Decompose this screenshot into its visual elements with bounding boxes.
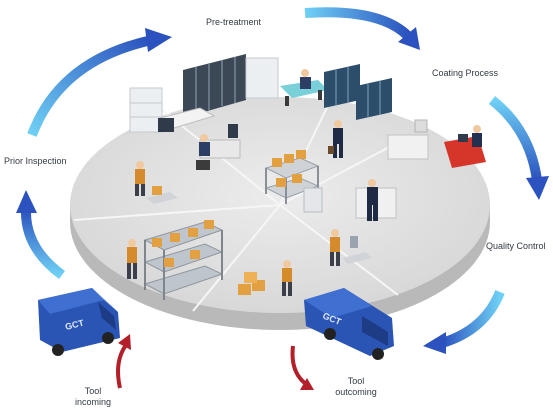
- cycle-arrow-icon: [16, 190, 66, 280]
- incoming-arrow-icon: [116, 334, 131, 389]
- server-rack-icon: [129, 54, 279, 133]
- stage-label-incoming: Tool incoming: [68, 386, 118, 408]
- worker-icon: [135, 161, 178, 204]
- worker-icon: [300, 69, 311, 89]
- stage-label-quality: Quality Control: [486, 241, 546, 251]
- worker-icon: [282, 260, 292, 296]
- cycle-arrow-icon: [304, 7, 420, 50]
- stage-label-prior: Prior Inspection: [4, 156, 67, 166]
- shelf-icon: [264, 157, 323, 213]
- box-icon: [152, 220, 214, 267]
- worker-icon: [328, 120, 343, 158]
- incoming-line-2: incoming: [74, 397, 112, 407]
- delivery-van-icon: GCT: [304, 288, 394, 360]
- server-rack-icon: [324, 64, 392, 120]
- stage-label-pretreatment: Pre-treatment: [206, 17, 262, 27]
- cycle-arrow-icon: [27, 28, 172, 137]
- worker-icon: [199, 134, 210, 156]
- worker-icon: [127, 239, 137, 279]
- worker-icon: [367, 179, 378, 221]
- outcoming-arrow-icon: [290, 345, 314, 390]
- worker-icon: [458, 125, 482, 147]
- stage-label-coating: Coating Process: [432, 68, 499, 78]
- outcoming-line-1: Tool: [347, 376, 365, 386]
- box-icon: [238, 272, 265, 295]
- outcoming-line-2: outcoming: [335, 387, 377, 397]
- incoming-line-1: Tool: [84, 386, 102, 396]
- cycle-arrow-icon: [423, 290, 505, 354]
- van-label: GCT: [64, 318, 85, 332]
- box-icon: [272, 150, 306, 187]
- worker-icon: [330, 229, 372, 266]
- delivery-van-icon: GCT: [38, 288, 120, 356]
- cycle-arrow-icon: [488, 96, 549, 200]
- stage-label-outcoming: Tool outcoming: [326, 376, 386, 398]
